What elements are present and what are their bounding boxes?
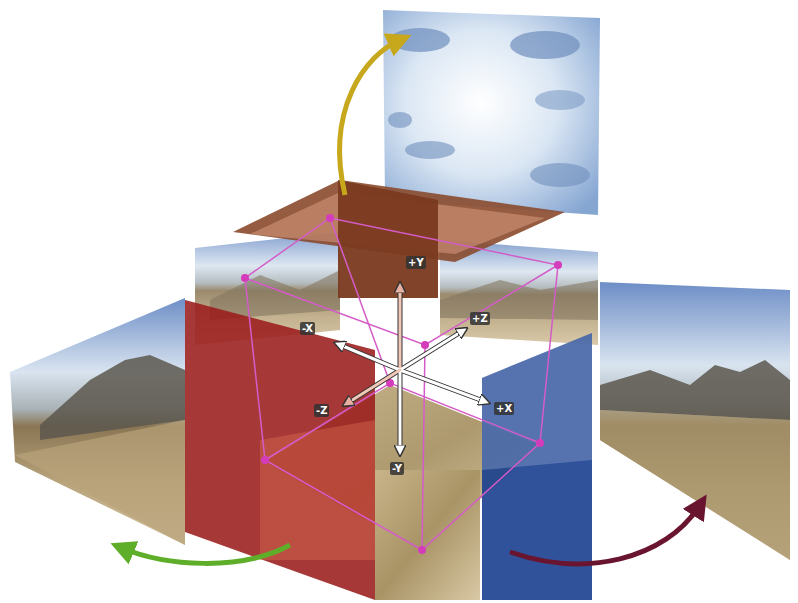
axis-label: -X [300,322,315,335]
axis-label: -Z [314,404,329,417]
axis-label: +Y [406,256,426,269]
axis-label: +Z [470,312,490,325]
wireframe-cube [241,214,562,554]
axis-label: -Y [390,462,404,475]
right-panel [600,282,790,560]
axis-arrows [338,286,486,452]
top-face [233,180,565,298]
left-panel [10,298,185,545]
axis-label: +X [494,402,514,415]
sky-panel [383,10,600,215]
unfold-arrows [122,40,700,564]
